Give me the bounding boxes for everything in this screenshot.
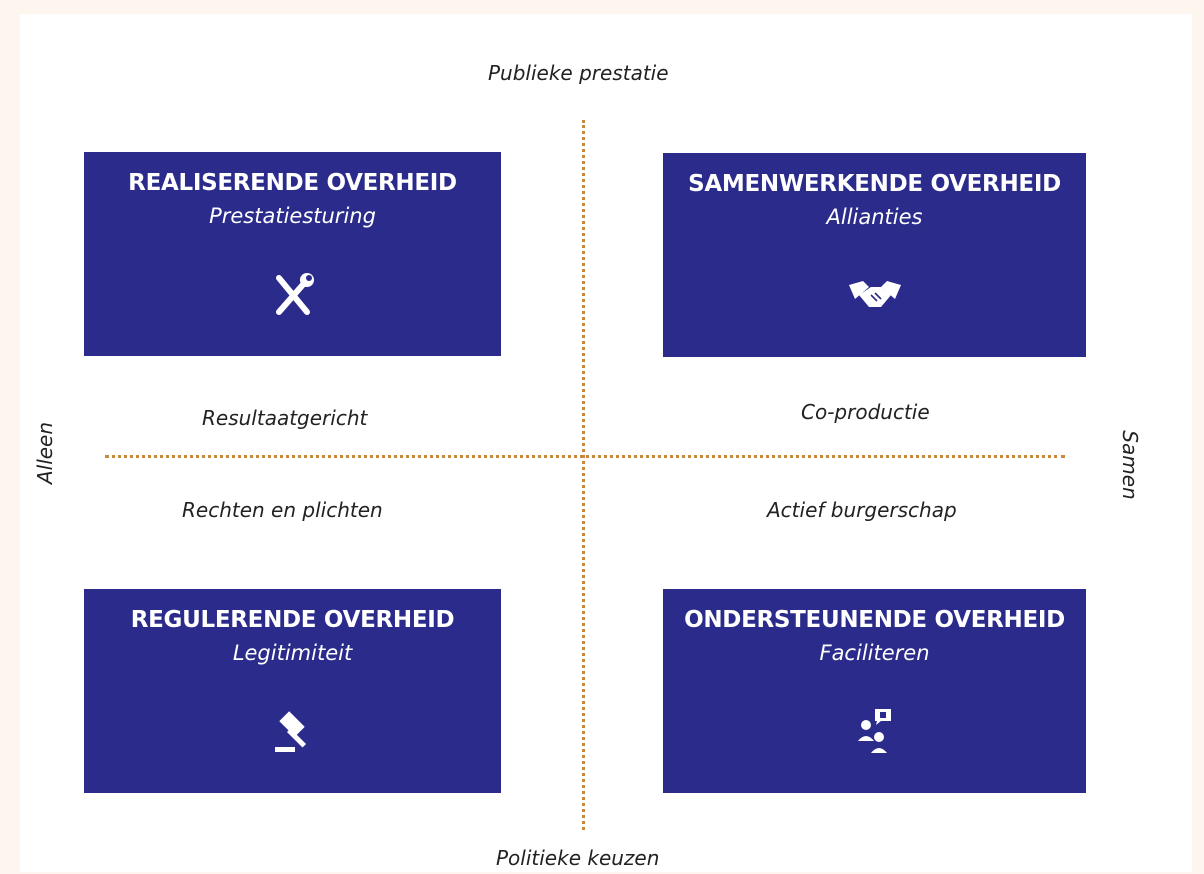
quadrant-title: REGULERENDE OVERHEID <box>130 607 455 633</box>
axis-label-left: Alleen <box>33 421 57 485</box>
quadrant-box-realiserende: REALISERENDE OVERHEID Prestatiesturing <box>84 152 501 356</box>
support-people-icon <box>845 707 905 757</box>
quadrant-title: SAMENWERKENDE OVERHEID <box>688 171 1061 197</box>
vertical-axis-line <box>582 120 585 830</box>
quadrant-box-samenwerkende: SAMENWERKENDE OVERHEID Allianties <box>663 153 1086 357</box>
quadrant-label-top-left: Resultaatgericht <box>202 406 368 430</box>
quadrant-title: ONDERSTEUNENDE OVERHEID <box>684 607 1065 633</box>
quadrant-label-bottom-left: Rechten en plichten <box>182 498 383 522</box>
axis-label-right: Samen <box>1118 430 1142 500</box>
tools-icon <box>263 270 323 320</box>
horizontal-axis-line <box>105 455 1065 458</box>
axis-label-bottom: Politieke keuzen <box>496 846 660 870</box>
quadrant-subtitle: Allianties <box>826 205 923 229</box>
quadrant-subtitle: Faciliteren <box>819 641 930 665</box>
quadrant-box-regulerende: REGULERENDE OVERHEID Legitimiteit <box>84 589 501 793</box>
quadrant-box-ondersteunende: ONDERSTEUNENDE OVERHEID Faciliteren <box>663 589 1086 793</box>
quadrant-label-top-right: Co-productie <box>801 400 930 424</box>
quadrant-subtitle: Legitimiteit <box>232 641 353 665</box>
quadrant-title: REALISERENDE OVERHEID <box>128 170 457 196</box>
handshake-icon <box>845 271 905 321</box>
gavel-icon <box>263 707 323 757</box>
quadrant-label-bottom-right: Actief burgerschap <box>767 498 957 522</box>
quadrant-subtitle: Prestatiesturing <box>209 204 376 228</box>
axis-label-top: Publieke prestatie <box>488 61 669 85</box>
